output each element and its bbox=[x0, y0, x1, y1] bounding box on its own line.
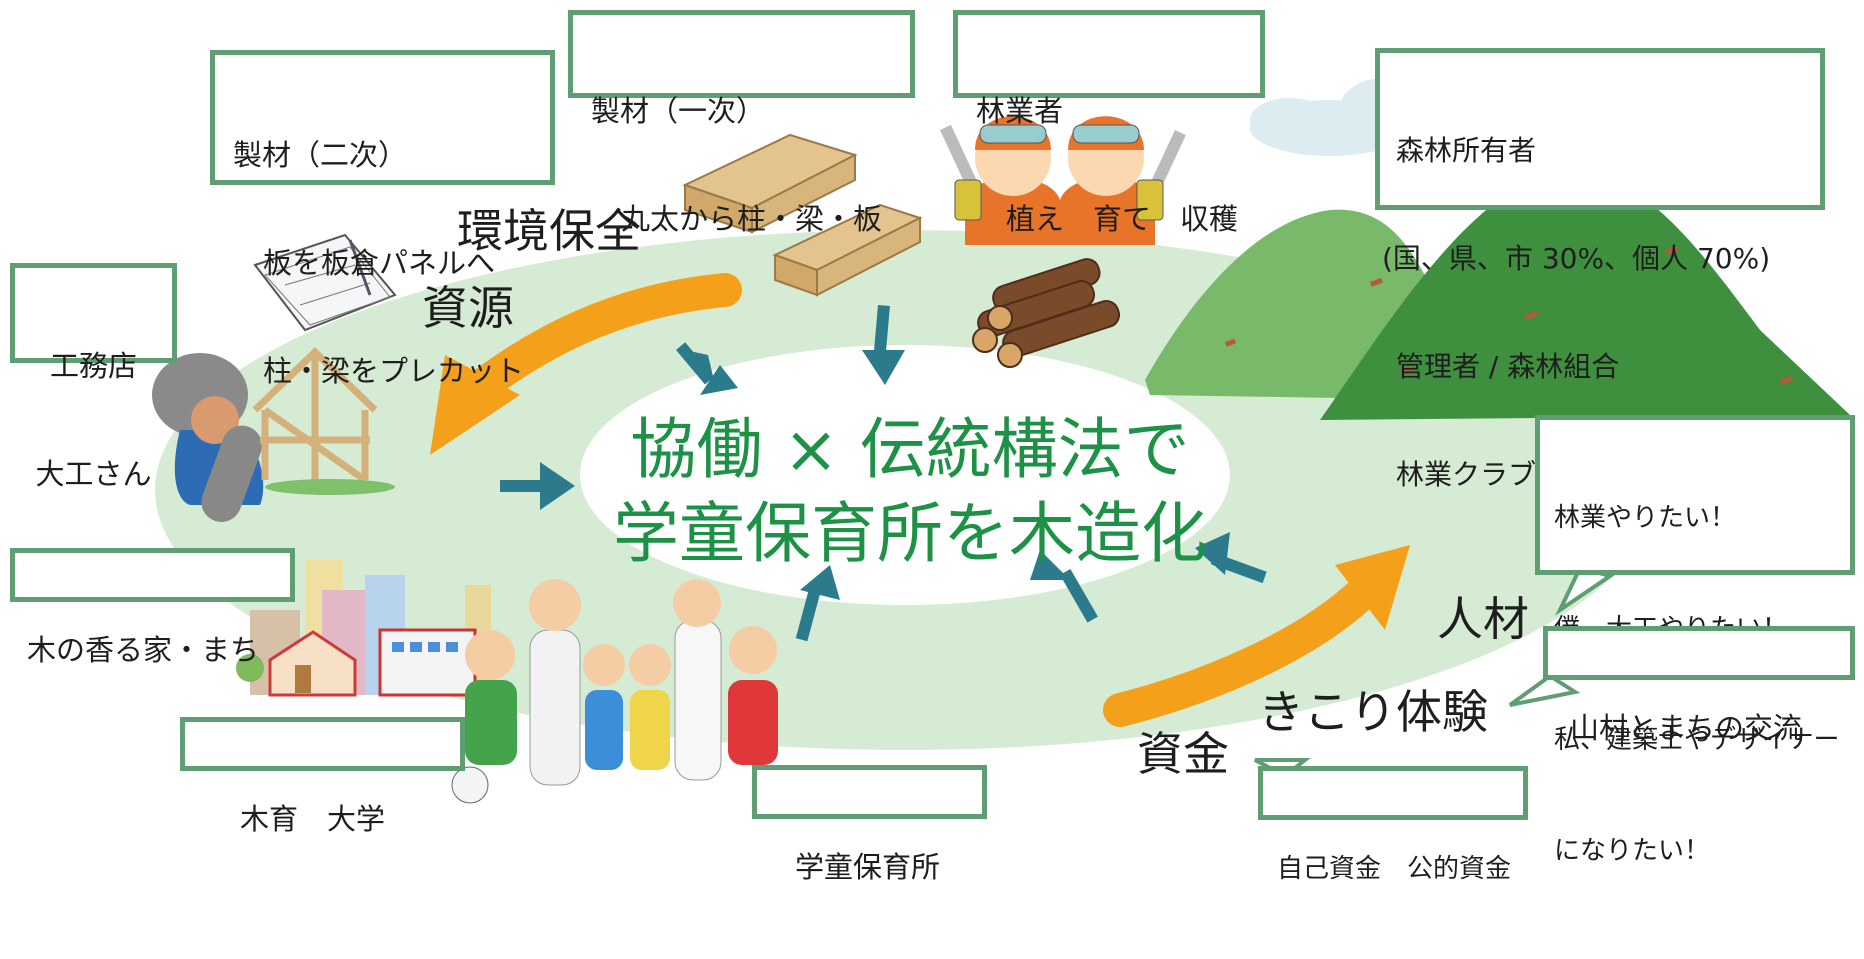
teal-arrow-bottom bbox=[1030, 550, 1098, 623]
speech-tail-sanson bbox=[1508, 673, 1581, 707]
box-shikin: 自己資金 公的資金 bbox=[1258, 766, 1528, 884]
chainsaw-worker-icon bbox=[940, 116, 1186, 245]
blueprint-icon bbox=[253, 233, 397, 332]
box-seizai-niji: 製材（二次） 板を板倉パネルへ 柱・梁をプレカット bbox=[210, 50, 555, 388]
teal-arrow-top-left bbox=[676, 342, 738, 395]
box-ringyosha-line1: 林業者 bbox=[976, 94, 1064, 128]
box-komuten: 工務店 大工さん bbox=[10, 263, 177, 491]
box-gakudo-line1: 学童保育所 bbox=[795, 850, 941, 884]
speech-children-line1: 林業やりたい！ bbox=[1554, 503, 1737, 533]
box-mokuiku-line1: 木育 大学 bbox=[240, 802, 386, 836]
speech-children-line3: 私、建築士やデザイナー bbox=[1554, 725, 1840, 755]
orange-arrow-people bbox=[1103, 545, 1410, 727]
orange-arrow-resources bbox=[430, 273, 742, 455]
box-sanson: 山村とまちの交流 bbox=[1543, 626, 1855, 745]
box-kinokaoru: 木の香る家・まち bbox=[10, 548, 295, 667]
teal-arrow-bottom-left bbox=[795, 565, 840, 642]
diagram-canvas: 協働 × 伝統構法で 学童保育所を木造化 製材（二次） 板を板倉パネルへ 柱・梁… bbox=[10, 10, 1855, 884]
main-title-line2: 学童保育所を木造化 bbox=[613, 495, 1207, 572]
box-ringyosha-line2: 植え 育て 収穫 bbox=[1006, 202, 1239, 236]
family-group-icon bbox=[451, 579, 778, 804]
box-seizai-niji-line1: 製材（二次） bbox=[233, 138, 408, 172]
label-shikin: 資金 bbox=[1137, 727, 1229, 781]
teal-arrow-right bbox=[1195, 532, 1267, 584]
mountain-icon bbox=[1145, 169, 1850, 420]
box-shinrin-line3: 管理者 / 森林組合 bbox=[1396, 350, 1620, 383]
box-kinokaoru-line1: 木の香る家・まち bbox=[27, 633, 260, 667]
box-mokuiku: 木育 大学 bbox=[180, 717, 465, 836]
box-seizai-niji-line2: 板を板倉パネルへ bbox=[263, 246, 496, 280]
main-title: 協働 × 伝統構法で 学童保育所を木造化 bbox=[580, 408, 1240, 576]
city-buildings-icon bbox=[236, 560, 491, 697]
teal-arrow-top bbox=[862, 305, 905, 385]
box-seizai-ichiji: 製材（一次） 丸太から柱・梁・板 bbox=[568, 10, 915, 236]
house-frame-icon bbox=[252, 347, 395, 495]
speech-children: 林業やりたい！ 僕、大工やりたい！ 私、建築士やデザイナー になりたい！ bbox=[1535, 415, 1855, 866]
background-art bbox=[152, 78, 1850, 804]
carpenter-icon bbox=[152, 353, 264, 523]
teal-arrows bbox=[500, 305, 1267, 642]
box-komuten-line1: 工務店 bbox=[49, 349, 137, 383]
box-gakudo: 学童保育所 bbox=[752, 765, 987, 884]
box-shikin-line1: 自己資金 公的資金 bbox=[1277, 854, 1512, 884]
box-seizai-niji-line3: 柱・梁をプレカット bbox=[263, 354, 525, 388]
box-ringyosha: 林業者 植え 育て 収穫 bbox=[953, 10, 1265, 236]
lumber-icon bbox=[682, 133, 923, 297]
label-kikori: きこり体験 bbox=[1258, 685, 1488, 739]
box-shinrin-shoyusha: 森林所有者 (国、県、市 30%、個人 70%) 管理者 / 森林組合 林業クラ… bbox=[1375, 48, 1825, 491]
label-kankyo: 環境保全 bbox=[457, 204, 641, 258]
logs-icon bbox=[972, 258, 1121, 368]
box-komuten-line2: 大工さん bbox=[35, 457, 152, 491]
speech-children-line4: になりたい！ bbox=[1554, 836, 1711, 866]
teal-arrow-left bbox=[500, 462, 575, 510]
box-seizai-ichiji-line1: 製材（一次） bbox=[591, 94, 766, 128]
main-title-line1: 協働 × 伝統構法で bbox=[630, 411, 1190, 488]
box-sanson-line1: 山村とまちの交流 bbox=[1570, 711, 1803, 745]
label-shigen: 資源 bbox=[422, 281, 514, 335]
box-shinrin-line2: (国、県、市 30%、個人 70%) bbox=[1382, 242, 1771, 275]
box-seizai-ichiji-line2: 丸太から柱・梁・板 bbox=[621, 202, 883, 236]
label-jinzai: 人材 bbox=[1437, 592, 1529, 646]
box-shinrin-line1: 森林所有者 bbox=[1396, 134, 1537, 167]
